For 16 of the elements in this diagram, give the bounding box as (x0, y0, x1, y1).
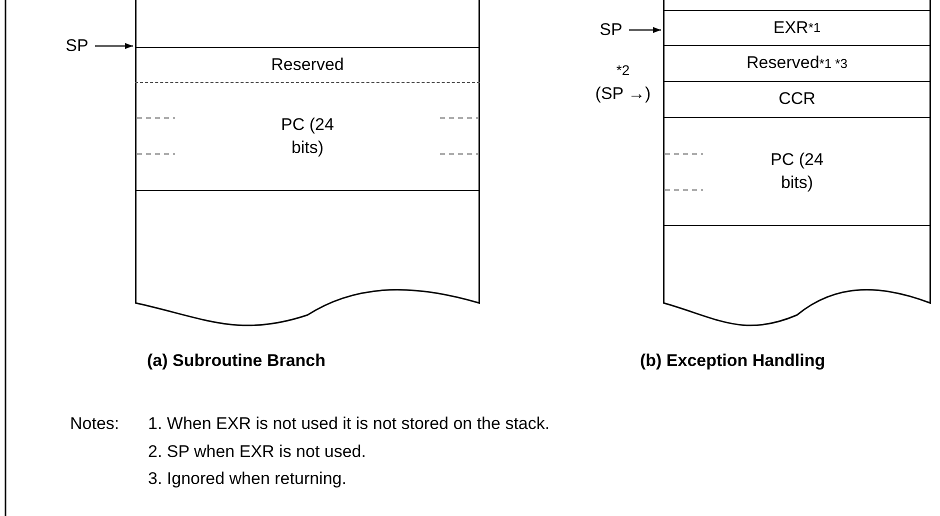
pointer-label: (SP →) (594, 84, 652, 104)
figure-caption: (a) Subroutine Branch (147, 351, 326, 371)
stack-cell: PC (24 bits) (663, 118, 931, 226)
stack-cell: CCR (663, 82, 931, 118)
figure-caption: (b) Exception Handling (640, 351, 826, 371)
arrow (95, 43, 133, 49)
pointer-label: SP (596, 19, 626, 41)
note-text: 2. SP when EXR is not used. (148, 442, 366, 462)
note-text: 1. When EXR is not used it is not stored on the stack. (148, 414, 550, 434)
note-text: 3. Ignored when returning. (148, 469, 346, 489)
arrow (629, 27, 661, 33)
pointer-label: SP (62, 35, 92, 57)
stack-cell: PC (24 bits) (135, 83, 480, 191)
footnote-mark: *2 (615, 62, 631, 78)
stack-cell: Reserved (135, 47, 480, 83)
notes-heading: Notes: (70, 414, 120, 434)
